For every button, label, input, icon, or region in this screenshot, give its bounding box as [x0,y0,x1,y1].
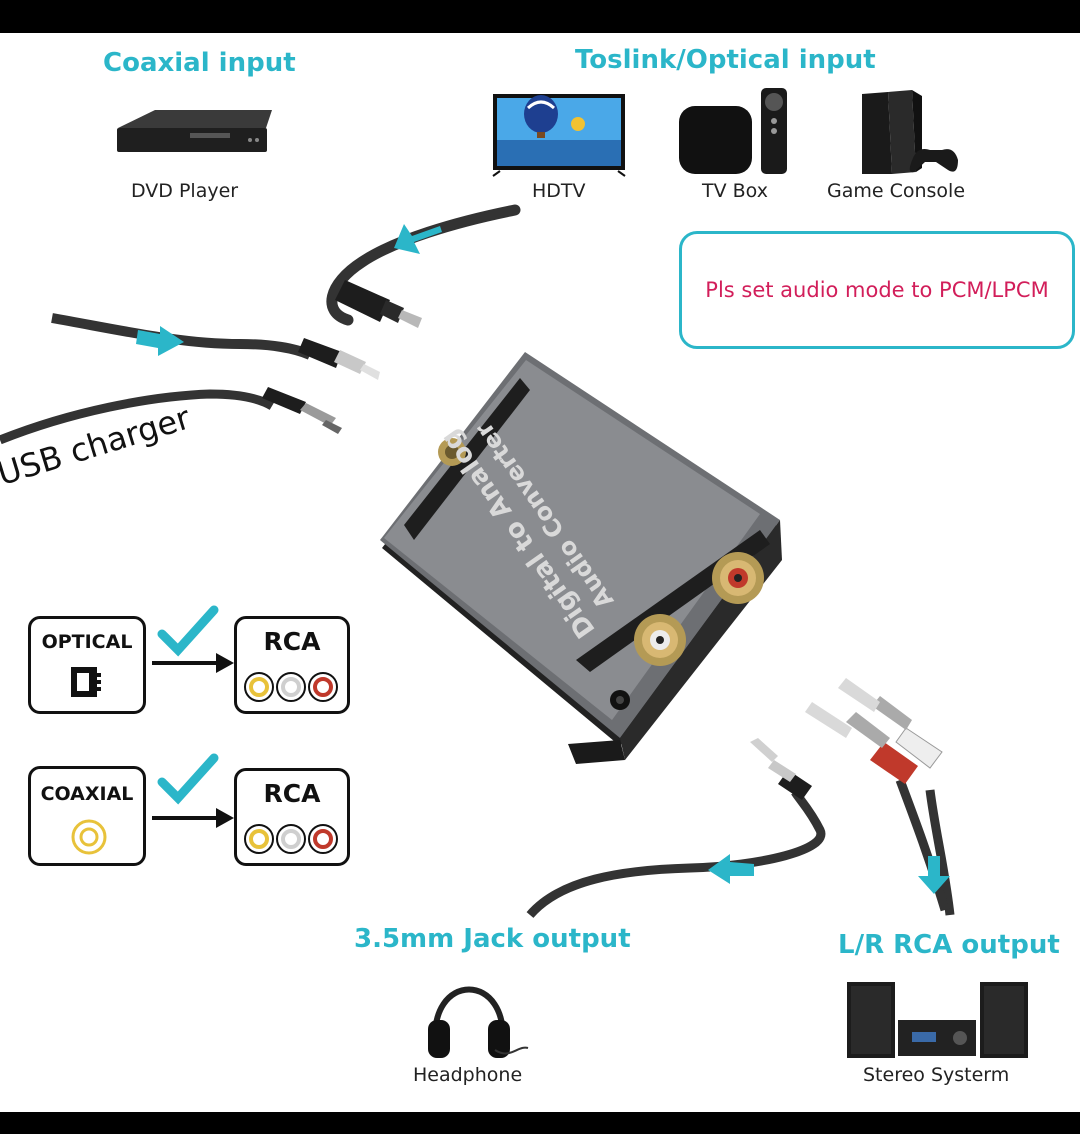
coaxial-input-heading: Coaxial input [103,48,296,78]
top-black-bar [0,0,1080,33]
converter-box [380,352,782,764]
hdtv-label: HDTV [532,180,586,202]
tv-box-icon [679,88,787,174]
stereo-system-icon [847,982,1028,1058]
hdtv-icon [492,94,626,177]
game-console-icon [862,90,958,174]
jack-output-heading: 3.5mm Jack output [354,924,631,954]
arrow-icon-1 [152,653,234,673]
optical-legend-label: OPTICAL [41,631,133,653]
rca-cable [805,678,955,916]
check-icon-1 [157,605,219,657]
coaxial-arrow-icon [136,326,184,356]
rca-legend-label-2: RCA [263,779,321,808]
tv-box-label: TV Box [702,180,768,202]
coaxial-port-icon [71,819,107,855]
rca-legend-box-1: RCA [234,616,350,714]
audio-mode-notice-text: Pls set audio mode to PCM/LPCM [705,278,1049,302]
jack-arrow-icon [708,854,754,884]
arrow-icon-2 [152,808,234,828]
optical-input-heading: Toslink/Optical input [575,45,876,75]
optical-arrow-icon [394,224,442,254]
rca-ports-icon-2 [244,824,338,854]
rca-arrow-icon [918,856,950,894]
optical-port-icon [71,667,101,697]
coaxial-legend-box: COAXIAL [28,766,146,866]
rca-output-heading: L/R RCA output [838,930,1060,960]
audio-mode-notice: Pls set audio mode to PCM/LPCM [679,231,1075,349]
rca-legend-box-2: RCA [234,768,350,866]
headphone-icon [428,986,529,1058]
dvd-player-icon [117,110,272,152]
optical-legend-box: OPTICAL [28,616,146,714]
optical-cable [326,204,521,328]
dvd-player-label: DVD Player [131,180,239,202]
coaxial-cable [51,313,380,380]
game-console-label: Game Console [827,180,966,202]
headphone-label: Headphone [413,1064,523,1086]
jack-cable [526,738,826,919]
coaxial-legend-label: COAXIAL [40,783,134,805]
rca-ports-icon-1 [244,672,338,702]
check-icon-2 [157,753,219,805]
rca-legend-label-1: RCA [263,627,321,656]
bottom-black-bar [0,1112,1080,1134]
stereo-system-label: Stereo Systerm [863,1064,1010,1086]
usb-cable [0,387,342,445]
